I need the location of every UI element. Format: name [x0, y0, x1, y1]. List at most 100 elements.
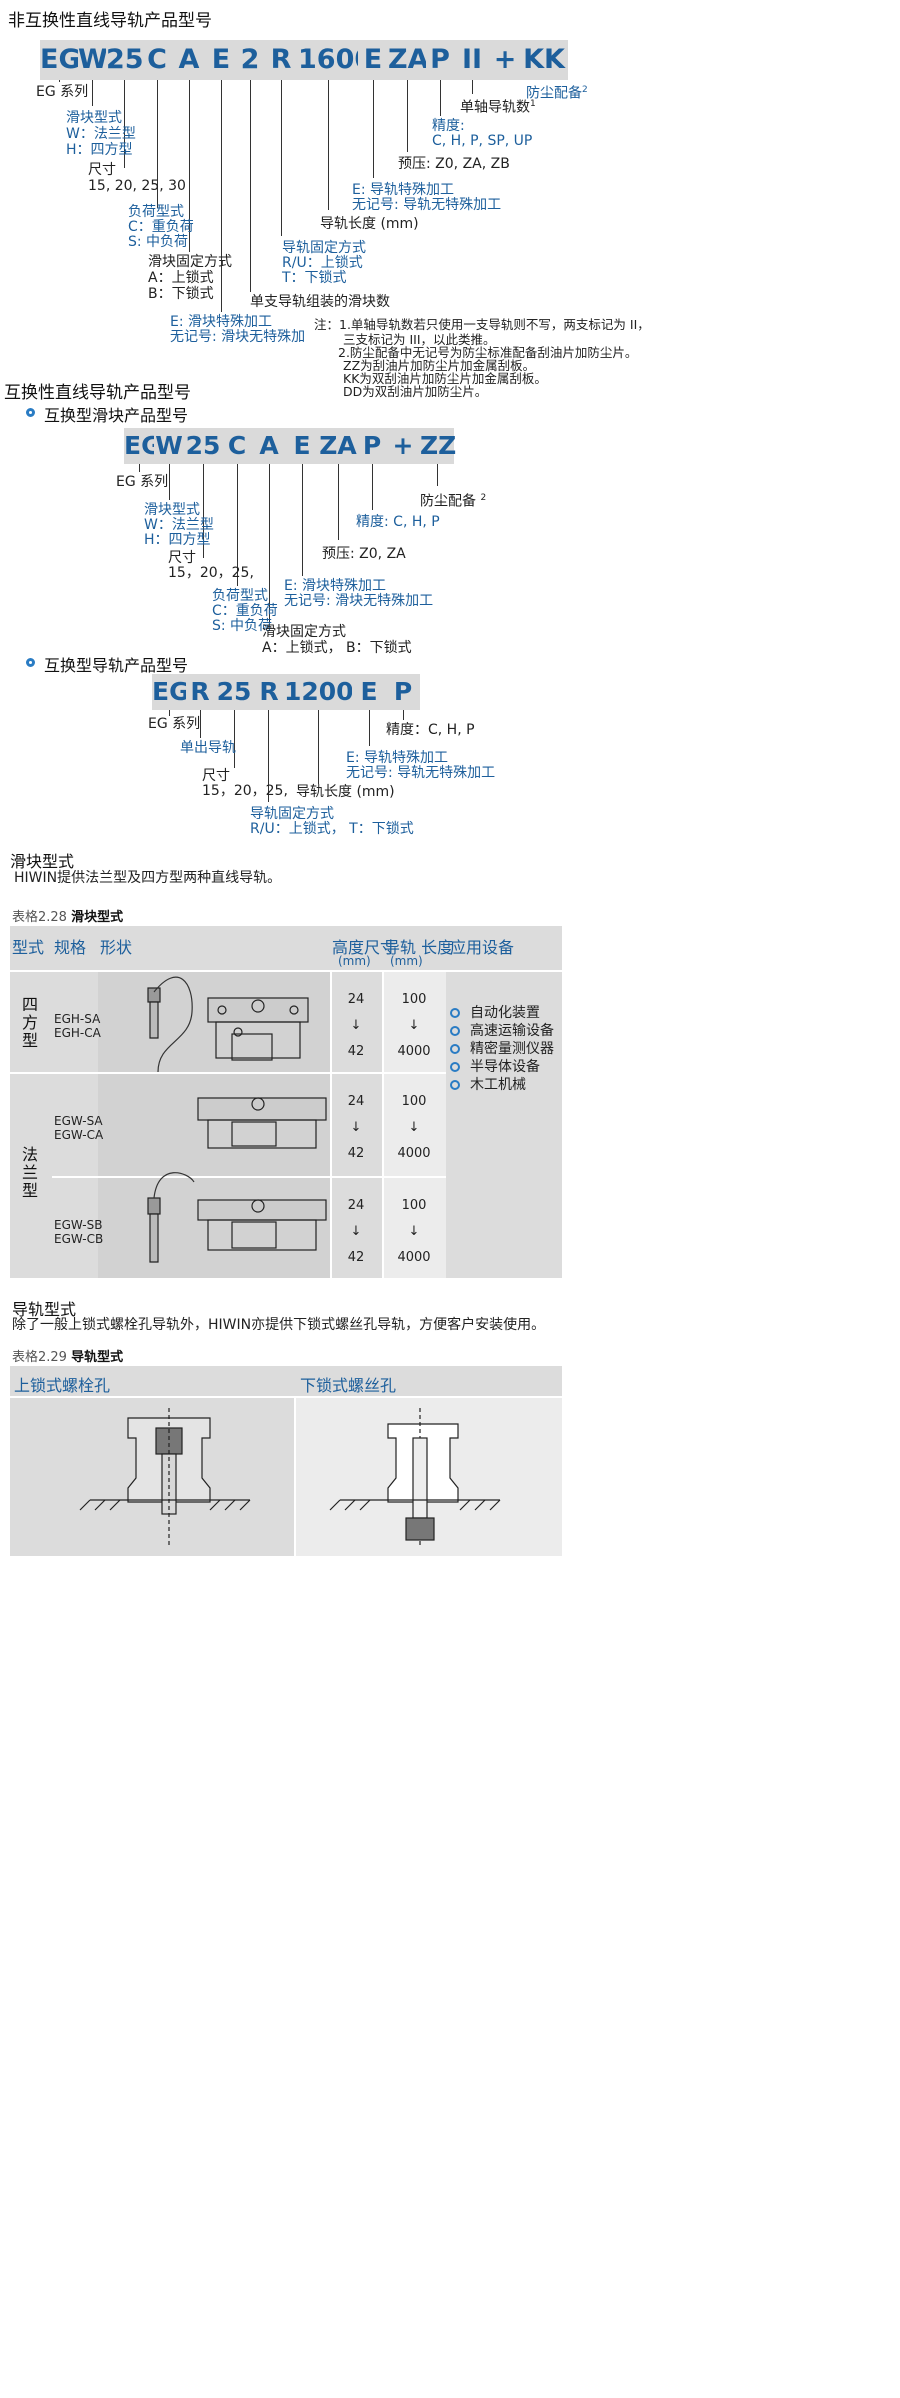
code-box: E [352, 674, 386, 710]
code-box: P [426, 40, 454, 80]
label-size-values: 15，20，25, [202, 783, 288, 799]
block-types-table: 型式 规格 形状 高度尺寸 导轨 长度 应用设备 (mm) (mm) 四方型 法… [10, 926, 562, 1278]
label-special-e: E: 导轨特殊加工 [346, 750, 449, 766]
label-size-values: 15, 20, 25, 30 [88, 178, 186, 194]
label-load-c: C：重负荷 [128, 219, 194, 235]
code-box: + [490, 40, 520, 80]
label-size: 尺寸 [168, 550, 196, 566]
rail-section-drawings [79, 1408, 501, 1548]
code-box: ZA [318, 428, 358, 464]
app-item: 木工机械 [450, 1074, 526, 1094]
code-box: + [386, 428, 420, 464]
code-box: A [252, 428, 286, 464]
code-box: C [222, 428, 252, 464]
label-rail-mount-ru: R/U：上锁式 [282, 255, 363, 271]
rail-model-title: 互换型导轨产品型号 [44, 656, 189, 675]
label-special-none: 无记号: 滑块无特殊加工 [284, 593, 434, 609]
label-load-c: C：重负荷 [212, 603, 278, 619]
code-box: EG [40, 40, 81, 80]
code-box: P [358, 428, 386, 464]
label-dust: 防尘配备 2 [420, 493, 487, 510]
label-precision: 精度: [432, 118, 465, 134]
label-rail-length: 导轨长度 (mm) [296, 784, 395, 800]
label-series: EG 系列 [148, 716, 201, 732]
app-item: 半导体设备 [450, 1056, 540, 1076]
label-rail-mount: 导轨固定方式 [250, 806, 334, 822]
code-box: E [358, 40, 388, 80]
table-caption: 表格2.28 滑块型式 [12, 910, 124, 925]
label-preload: 预压: Z0, ZA [322, 546, 406, 562]
label-precision: 精度：C, H, P [386, 722, 475, 738]
bullet-icon [450, 1044, 460, 1054]
section2-title: 互换性直线导轨产品型号 [4, 383, 191, 403]
label-block-type: 滑块型式 [66, 110, 122, 126]
label-block-type-w: W：法兰型 [66, 126, 136, 142]
code-box: 2 [236, 40, 264, 80]
label-block-type-h: H：四方型 [144, 532, 211, 548]
block-model-title: 互换型滑块产品型号 [44, 406, 189, 425]
block-shape-drawings [147, 976, 327, 1263]
label-block-type-h: H：四方型 [66, 142, 133, 158]
label-size: 尺寸 [88, 162, 116, 178]
bullet-icon [450, 1026, 460, 1036]
label-rail-special-none: 无记号: 导轨无特殊加工 [352, 197, 502, 213]
code-box: R [186, 674, 214, 710]
col-header-type: 型式 [12, 938, 45, 957]
code-box: E [206, 40, 236, 80]
rail-types-table: 上锁式螺栓孔 下锁式螺丝孔 [10, 1366, 562, 1556]
label-precision: 精度: C, H, P [356, 514, 440, 530]
col-header-length: 导轨 长度 [384, 938, 454, 957]
label-precision-values: C, H, P, SP, UP [432, 133, 533, 149]
label-block-special-none: 无记号: 滑块无特殊加 [170, 329, 306, 345]
length-unit: (mm) [390, 954, 423, 968]
bullet-icon [450, 1080, 460, 1090]
block-types-desc: HIWIN提供法兰型及四方型两种直线导轨。 [14, 870, 282, 886]
label-single-rail: 单出导轨 [180, 740, 236, 756]
label-block-type: 滑块型式 [144, 502, 200, 518]
code-box: W [154, 428, 184, 464]
label-size-values: 15，20，25, [168, 565, 254, 581]
col-header-bottom-lock: 下锁式螺丝孔 [300, 1376, 397, 1395]
label-special-none: 无记号: 导轨无特殊加工 [346, 765, 496, 781]
table-caption: 表格2.29 导轨型式 [12, 1350, 124, 1365]
label-series: EG 系列 [116, 474, 169, 490]
bullet-icon [26, 658, 35, 667]
code-box: C [142, 40, 172, 80]
label-series: EG 系列 [36, 84, 89, 100]
code-box: A [172, 40, 206, 80]
bullet-icon [26, 408, 35, 417]
code-box: EG [152, 674, 190, 710]
code-box: ZZ [420, 428, 456, 464]
label-size: 尺寸 [202, 768, 230, 784]
label-special-e: E: 滑块特殊加工 [284, 578, 387, 594]
app-item: 自动化装置 [450, 1002, 540, 1022]
bullet-icon [450, 1062, 460, 1072]
label-mount-values: A：上锁式， B：下锁式 [262, 640, 412, 656]
code-box: R [264, 40, 298, 80]
app-item: 精密量测仪器 [450, 1038, 554, 1058]
code-box: KK [520, 40, 568, 80]
section1-title: 非互换性直线导轨产品型号 [8, 11, 212, 31]
code-box: 1200 [284, 674, 354, 710]
code-box: ZA [388, 40, 428, 80]
label-rail-mount-t: T：下锁式 [282, 270, 347, 286]
label-mount-type: 滑块固定方式 [262, 624, 346, 640]
code-box: W [78, 40, 108, 80]
label-load-type: 负荷型式 [212, 588, 268, 604]
label-mount-type: 滑块固定方式 [148, 254, 232, 270]
col-header-top-lock: 上锁式螺栓孔 [14, 1376, 111, 1395]
code-box: 25 [184, 428, 222, 464]
label-dust: 防尘配备2 [526, 85, 588, 102]
label-rail-special-e: E: 导轨特殊加工 [352, 182, 455, 198]
label-load-type: 负荷型式 [128, 204, 184, 220]
label-mount-a: A：上锁式 [148, 270, 214, 286]
label-load-s: S: 中负荷 [212, 618, 273, 634]
code-box: 1600 [298, 40, 373, 80]
code-box: 25 [214, 674, 254, 710]
code-box: R [254, 674, 284, 710]
bullet-icon [450, 1008, 460, 1018]
col-header-spec: 规格 [54, 938, 87, 957]
